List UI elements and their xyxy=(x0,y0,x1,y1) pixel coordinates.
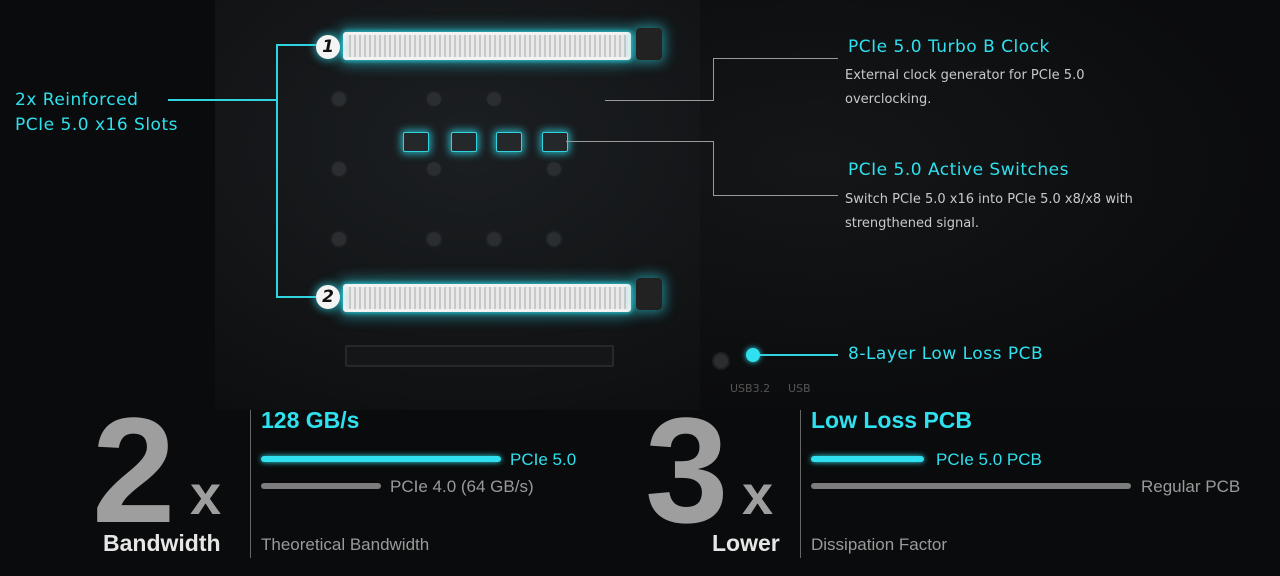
pcie-switch-chip xyxy=(496,132,522,152)
stat-divider xyxy=(800,410,801,558)
callout-leader-line xyxy=(760,354,838,356)
pcie4-bandwidth-bar xyxy=(261,483,381,489)
pcie5-bandwidth-bar xyxy=(261,456,501,462)
callout-leader-line xyxy=(713,195,838,196)
active-switches-desc: Switch PCIe 5.0 x16 into PCIe 5.0 x8/x8 … xyxy=(845,192,1133,231)
bandwidth-caption: Theoretical Bandwidth xyxy=(261,535,430,554)
pcb-indicator-dot xyxy=(746,348,760,362)
board-standoff xyxy=(330,90,348,108)
board-standoff xyxy=(485,230,503,248)
dissipation-multiplier-number: 3 xyxy=(645,386,729,554)
active-switches-title: PCIe 5.0 Active Switches xyxy=(848,160,1069,180)
callout-leader-line xyxy=(276,44,316,46)
bandwidth-label: Bandwidth xyxy=(103,530,221,556)
callout-leader-line xyxy=(605,100,714,101)
low-loss-pcb-title: 8-Layer Low Loss PCB xyxy=(848,344,1044,364)
callout-leader-line xyxy=(713,58,714,100)
pcie-slot-1-latch xyxy=(636,28,662,60)
pcie-slot-2-latch xyxy=(636,278,662,310)
callout-leader-line xyxy=(168,99,276,101)
dissipation-multiplier-x: x xyxy=(742,463,774,526)
stat-divider xyxy=(250,410,251,558)
board-standoff xyxy=(425,90,443,108)
bandwidth-value-title: 128 GB/s xyxy=(261,407,360,433)
callout-leader-line xyxy=(276,44,278,298)
pcie5-bandwidth-label: PCIe 5.0 xyxy=(510,450,577,469)
pcie-switch-chip xyxy=(403,132,429,152)
callout-leader-line xyxy=(713,141,714,196)
reinforced-slots-title-line1: 2x Reinforced xyxy=(15,90,139,110)
turbo-b-clock-title: PCIe 5.0 Turbo B Clock xyxy=(848,37,1050,57)
board-standoff xyxy=(425,160,443,178)
slot-2-badge: 2 xyxy=(316,285,340,309)
pcie4-bandwidth-label: PCIe 4.0 (64 GB/s) xyxy=(390,477,534,496)
low-loss-pcb-value-title: Low Loss PCB xyxy=(811,407,973,433)
turbo-b-clock-desc: External clock generator for PCIe 5.0 ov… xyxy=(845,68,1085,107)
pcie5-pcb-bar xyxy=(811,456,924,462)
regular-pcb-bar xyxy=(811,483,1131,489)
pcie-switch-chip xyxy=(542,132,568,152)
callout-leader-line xyxy=(276,296,316,298)
callout-leader-line xyxy=(566,141,714,142)
board-standoff xyxy=(485,90,503,108)
pcie-slot-1 xyxy=(343,32,631,60)
slot-1-badge: 1 xyxy=(316,35,340,59)
lower-label: Lower xyxy=(712,530,780,556)
pcie-switch-chip xyxy=(451,132,477,152)
board-standoff xyxy=(712,352,730,370)
board-standoff xyxy=(545,230,563,248)
callout-leader-line xyxy=(713,58,838,59)
pcie-slot-2 xyxy=(343,284,631,312)
board-standoff xyxy=(425,230,443,248)
reinforced-slots-title-line2: PCIe 5.0 x16 Slots xyxy=(15,115,178,135)
usb-board-label: USB xyxy=(788,382,811,395)
motherboard-image-right xyxy=(700,0,1280,410)
board-standoff xyxy=(545,160,563,178)
dissipation-caption: Dissipation Factor xyxy=(811,535,948,554)
usb-board-label: USB3.2 xyxy=(730,382,771,395)
board-standoff xyxy=(330,160,348,178)
board-standoff xyxy=(330,230,348,248)
bandwidth-multiplier-number: 2 xyxy=(92,386,176,554)
bandwidth-multiplier-x: x xyxy=(190,463,222,526)
pcie5-pcb-label: PCIe 5.0 PCB xyxy=(936,450,1042,469)
regular-pcb-label: Regular PCB xyxy=(1141,477,1241,496)
pcie-slot-3 xyxy=(345,345,614,367)
